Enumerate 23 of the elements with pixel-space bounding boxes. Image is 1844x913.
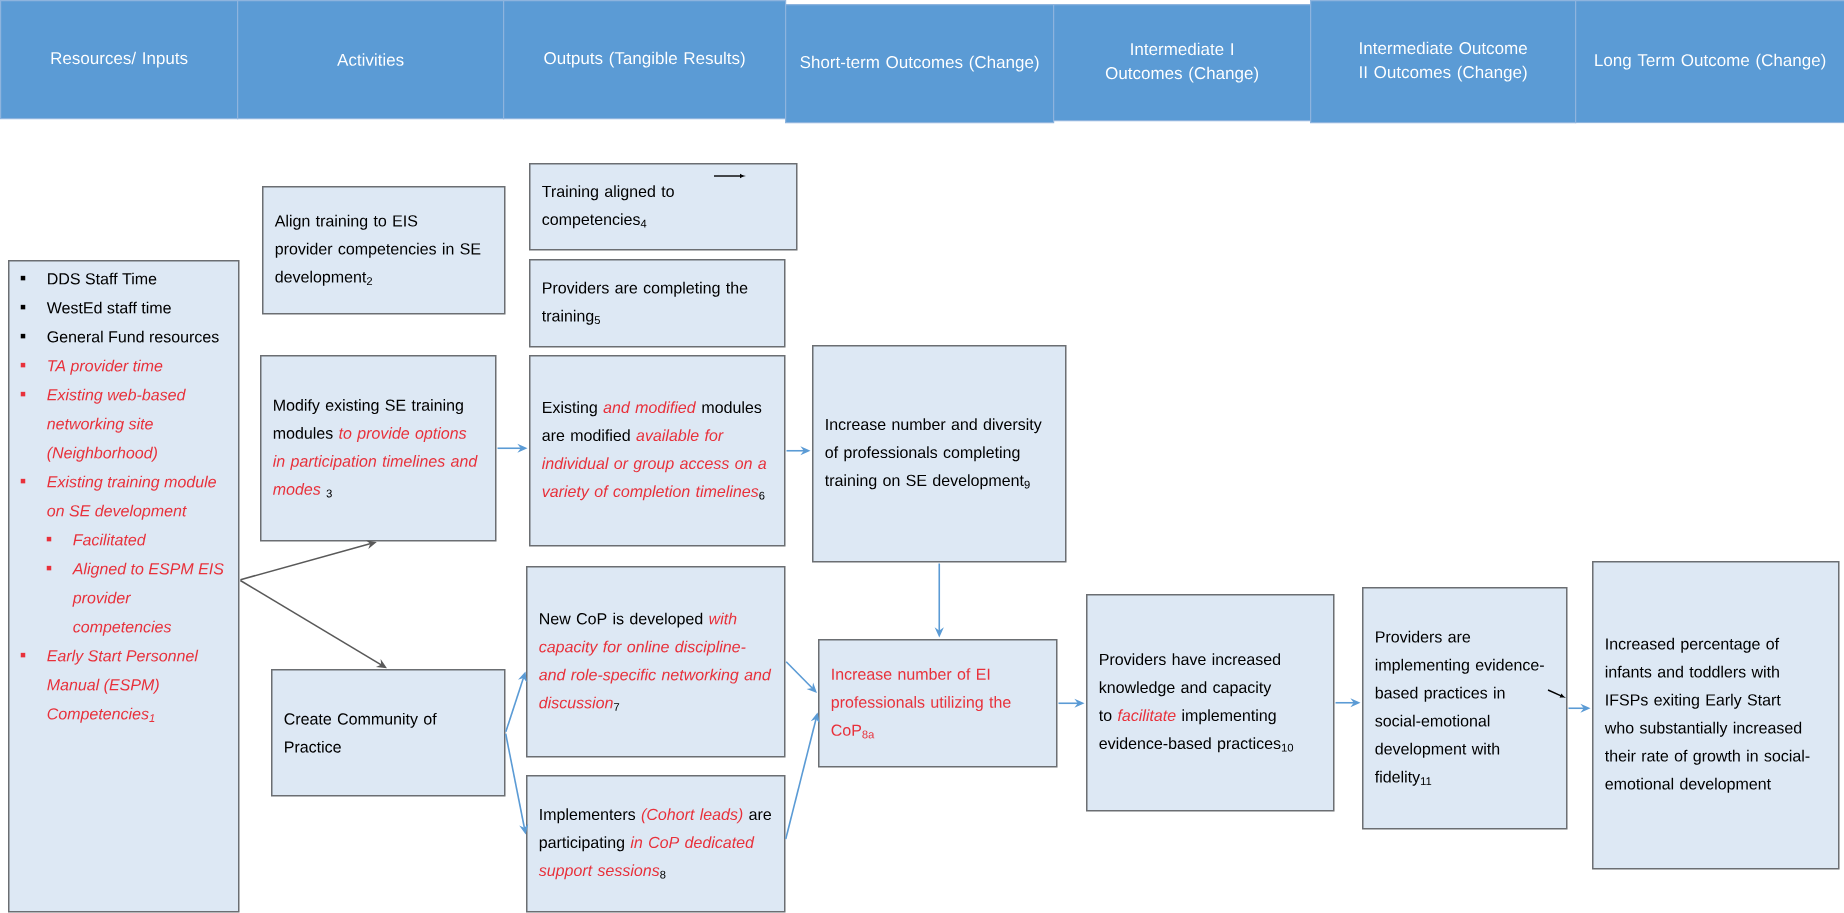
process-box: Providers have increased knowledge and capacity to facilitate implementing evidence-based practices$_{10}$ bbox=[1086, 594, 1335, 812]
process-box: New CoP is developed with capacity for online discipline- and role-specific networking and discussion$_{7}$ bbox=[526, 566, 786, 758]
process-box: Increase number of EI professionals utilizing the CoP$_{8a}$ bbox=[818, 639, 1058, 768]
process-box: Training aligned to competencies$_{4}$ bbox=[529, 163, 798, 251]
process-box: Create Community of Practice bbox=[271, 669, 506, 797]
column-header: Outputs (Tangible Results) bbox=[503, 0, 787, 120]
column-header: Short-term Outcomes (Change) bbox=[785, 4, 1055, 124]
process-box: Providers are implementing evidence-based practices in social-emotional development with fidelity$_{11}$ bbox=[1362, 587, 1568, 830]
process-box: Modify existing SE training modules to provide options in participation timelines and modes $_{3}$ bbox=[260, 355, 497, 542]
column-header: Activities bbox=[237, 0, 505, 120]
column-header: Long Term Outcome (Change) bbox=[1575, 0, 1844, 124]
column-header: Intermediate Outcome II Outcomes (Change) bbox=[1310, 0, 1577, 124]
input-list-box: DDS Staff Time WestEd staff time General Fund resources TA provider time Existing web-based networking site (Neighborhood) Existing training module on SE development Facilitated Aligned to ESPM EIS provider competencies Early Start Personnel Manual (ESPM) Competencies$_{1}$ bbox=[8, 260, 240, 913]
process-box: Increase number and diversity of professionals completing training on SE development$_{9}$ bbox=[812, 345, 1067, 563]
process-box: Existing and modified modules are modified available for individual or group access on a variety of completion timelines$_{6}$ bbox=[529, 355, 786, 547]
column-header: Resources/ Inputs bbox=[0, 0, 239, 120]
arrow bbox=[239, 579, 387, 669]
process-box: Align training to EIS provider competencies in SE development$_{2}$ bbox=[262, 186, 506, 315]
process-box: Implementers (Cohort leads) are participating in CoP dedicated support sessions$_{8}$ bbox=[526, 775, 786, 913]
process-box: Providers are completing the training$_{5}$ bbox=[529, 259, 786, 348]
arrow bbox=[785, 660, 817, 693]
column-header: Intermediate I Outcomes (Change) bbox=[1053, 4, 1312, 122]
process-box: Increased percentage of infants and toddlers with IFSPs exiting Early Start who substantially increased their rate of growth in social-emotional development bbox=[1592, 561, 1840, 870]
